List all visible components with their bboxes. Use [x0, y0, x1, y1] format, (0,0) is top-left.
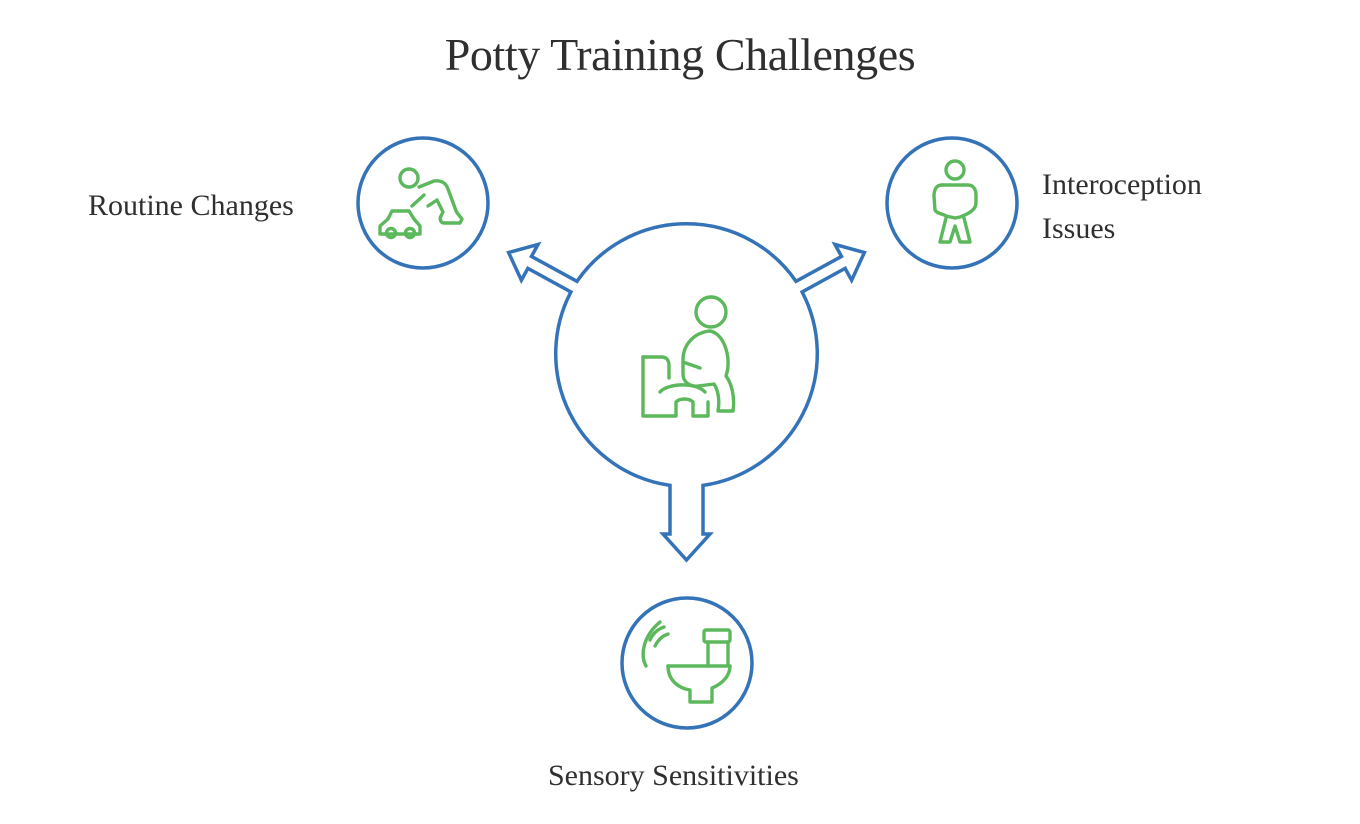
sensory-sensitivities-label: Sensory Sensitivities	[548, 759, 799, 792]
routine-changes-label: Routine Changes	[88, 189, 294, 222]
interoception-issues-label-line1: Interoception	[1042, 168, 1202, 201]
interoception-issues-label: Interoception Issues	[1042, 163, 1262, 251]
child-holding-bladder-icon	[932, 159, 978, 244]
node-interoception-issues	[885, 136, 1019, 270]
noisy-toilet-icon	[641, 620, 732, 704]
interoception-issues-label-line2: Issues	[1042, 212, 1116, 245]
page-title: Potty Training Challenges	[444, 29, 916, 80]
center-hub	[506, 222, 867, 563]
sensory-sensitivities-circle	[620, 596, 754, 730]
center-circle-with-arrows	[506, 222, 867, 563]
routine-changes-circle	[356, 136, 490, 270]
interoception-issues-circle	[885, 136, 1019, 270]
child-on-potty-icon	[641, 295, 736, 418]
node-sensory-sensitivities	[620, 596, 754, 730]
node-routine-changes	[356, 136, 490, 270]
child-playing-toy-car-icon	[378, 167, 464, 240]
